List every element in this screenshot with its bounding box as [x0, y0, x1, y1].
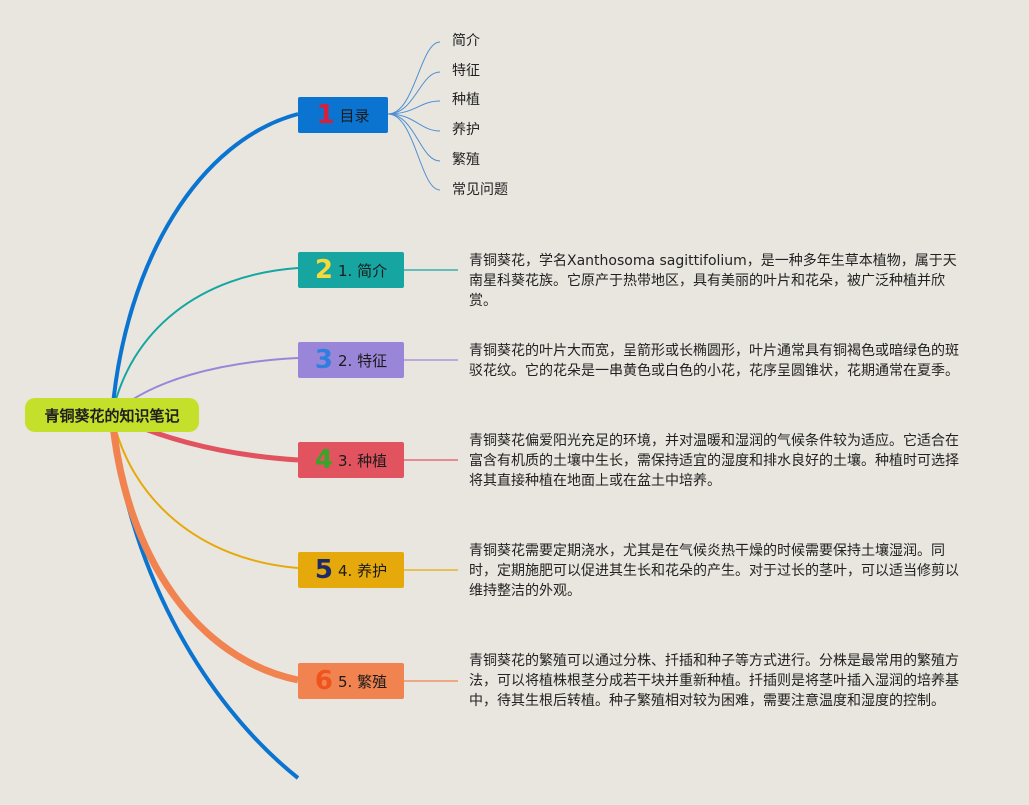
node-intro[interactable]: 2 1. 简介 — [298, 252, 404, 288]
toc-fan-lines — [387, 41, 441, 191]
node-breed-label: 5. 繁殖 — [338, 672, 388, 691]
desc-intro: 青铜葵花，学名Xanthosoma sagittifolium，是一种多年生草本… — [469, 253, 957, 309]
node-toc-label: 目录 — [339, 106, 370, 125]
desc-care: 青铜葵花需要定期浇水，尤其是在气候炎热干燥的时候需要保持土壤湿润。同时，定期施肥… — [469, 543, 959, 599]
number-2-icon: 2 — [314, 255, 333, 285]
toc-item-feature[interactable]: 特征 — [452, 63, 480, 79]
desc-feature: 青铜葵花的叶片大而宽，呈箭形或长椭圆形，叶片通常具有铜褐色或暗绿色的斑驳花纹。它… — [469, 343, 959, 379]
root-node[interactable]: 青铜葵花的知识笔记 — [25, 398, 199, 432]
toc-item-care[interactable]: 养护 — [452, 122, 480, 138]
node-feature-label: 2. 特征 — [338, 351, 388, 370]
branch-line-toc-tail — [110, 414, 300, 780]
node-toc[interactable]: 1 目录 — [298, 97, 388, 133]
branch-line-toc — [110, 112, 299, 416]
number-1-icon: 1 — [316, 100, 335, 130]
number-5-icon: 5 — [314, 555, 333, 585]
node-intro-label: 1. 简介 — [338, 261, 388, 280]
desc-breed: 青铜葵花的繁殖可以通过分株、扦插和种子等方式进行。分株是最常用的繁殖方法，可以将… — [469, 653, 959, 709]
toc-item-plant[interactable]: 种植 — [452, 92, 480, 108]
branch-line-intro — [111, 267, 299, 416]
node-care-label: 4. 养护 — [338, 561, 388, 580]
toc-item-intro[interactable]: 简介 — [452, 33, 480, 49]
number-4-icon: 4 — [314, 445, 333, 475]
branch-line-breed — [108, 414, 299, 684]
number-3-icon: 3 — [314, 345, 333, 375]
node-plant-label: 3. 种植 — [338, 451, 388, 470]
branch-line-care — [111, 414, 299, 569]
toc-item-faq[interactable]: 常见问题 — [452, 182, 508, 198]
number-6-icon: 6 — [314, 666, 333, 696]
toc-item-breed[interactable]: 繁殖 — [452, 152, 480, 168]
node-plant[interactable]: 4 3. 种植 — [298, 442, 404, 478]
node-breed[interactable]: 6 5. 繁殖 — [298, 663, 404, 699]
node-feature[interactable]: 3 2. 特征 — [298, 342, 404, 378]
node-care[interactable]: 5 4. 养护 — [298, 552, 404, 588]
desc-plant: 青铜葵花偏爱阳光充足的环境，并对温暖和湿润的气候条件较为适应。它适合在富含有机质… — [469, 433, 959, 489]
